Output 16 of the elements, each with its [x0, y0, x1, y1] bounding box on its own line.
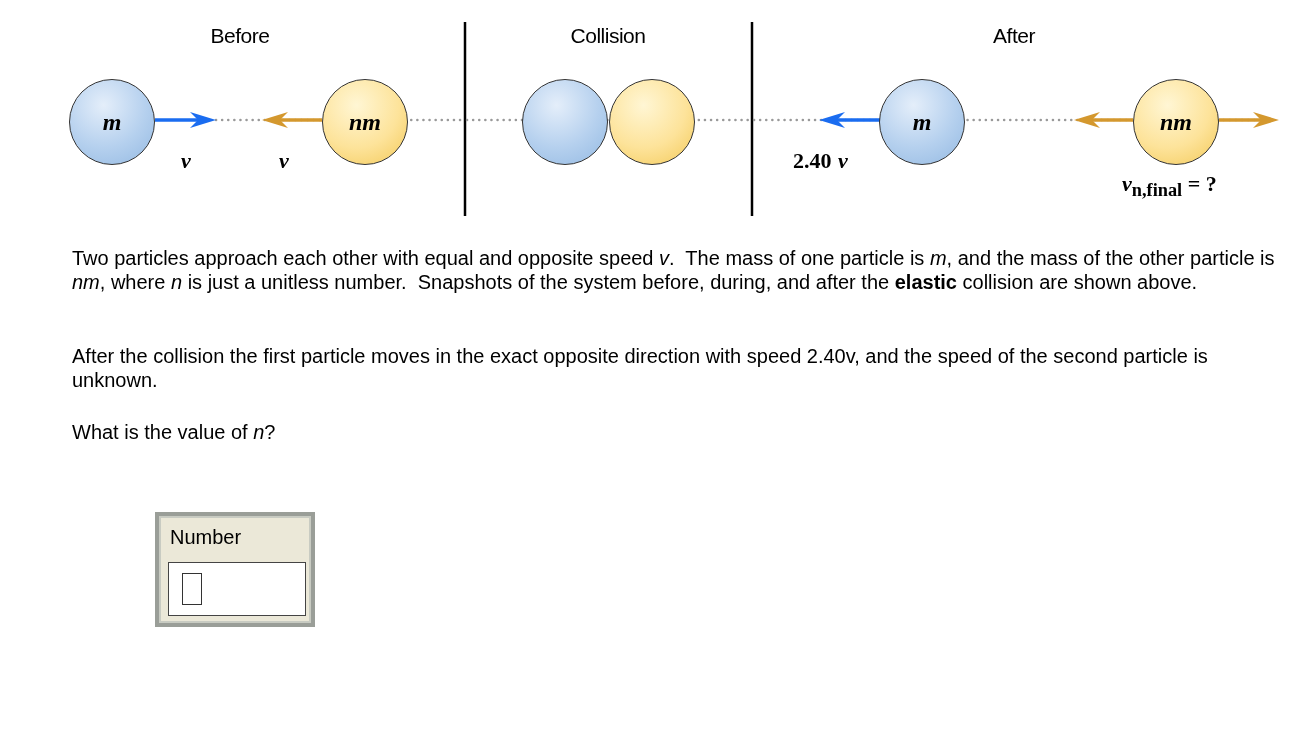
question-text: What is the value of n?	[72, 420, 277, 444]
mass-label: m	[102, 110, 122, 134]
velocity-label: v	[181, 148, 191, 174]
speed-value: 2.40	[793, 148, 832, 174]
field-label: Number	[170, 526, 242, 549]
section-heading: After	[993, 24, 1035, 48]
section-heading: Collision	[570, 24, 646, 48]
velocity-label: v	[838, 148, 848, 174]
velocity-label: v	[279, 148, 289, 174]
question-text: After the collision the first particle moves in the exact opposite direction with speed 2.40v, and the speed of the second particle is unknown.	[72, 344, 1209, 392]
section-heading: Before	[210, 24, 270, 48]
velocity-label: v$_{n,final}$ = ?	[1122, 171, 1217, 202]
question-text: Two particles approach each other with equal and opposite speed v. The mass of one particle is m, and the mass of the other particle is nm, where n is just a unitless number. Snapshots of the system before, during, and after the elastic collision are shown above.	[72, 246, 1276, 294]
mass-label: m	[912, 110, 932, 134]
mass-label: nm	[349, 110, 381, 134]
mass-label: nm	[1160, 110, 1192, 134]
